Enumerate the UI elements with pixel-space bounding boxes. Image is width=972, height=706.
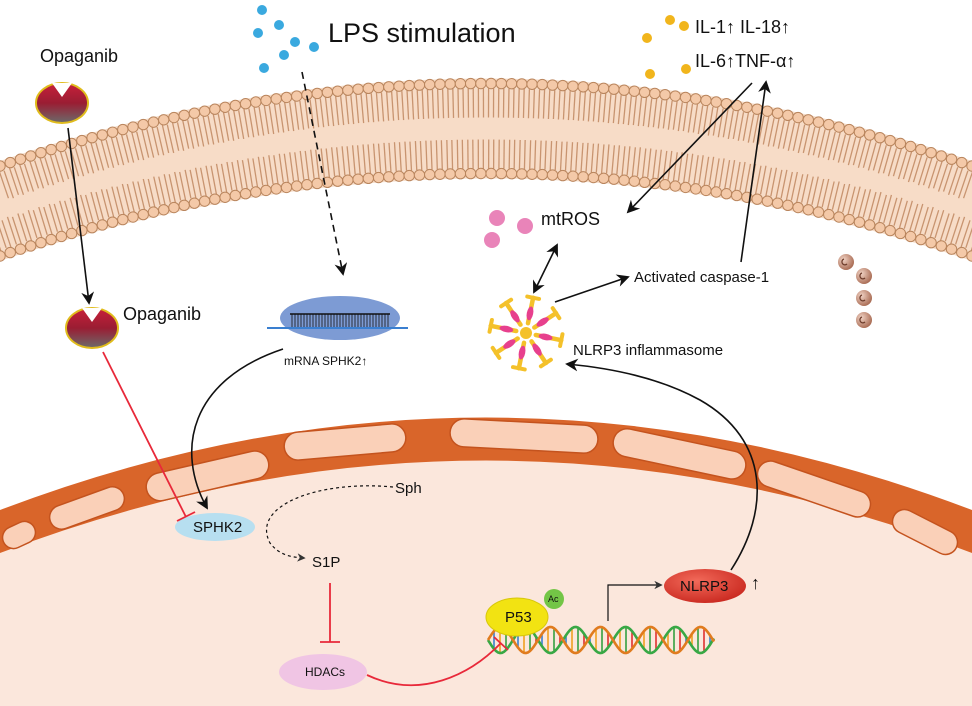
arrow-cytokines-to-mtros (626, 82, 753, 214)
cytokine-particles (642, 15, 691, 79)
inhibit-hdacs-p53 (366, 642, 502, 687)
arrow-mrna-to-sphk2 (190, 348, 284, 510)
arrow-mtros-to-inflammasome (533, 243, 558, 294)
sphk2-node (175, 513, 255, 541)
cell-membrane (0, 77, 972, 262)
nlrp3-inflammasome-label: NLRP3 inflammasome (573, 342, 724, 359)
arrows (67, 71, 771, 621)
arrow-inflammasome-to-caspase (554, 274, 630, 303)
nlrp3-label: NLRP3 (680, 578, 729, 595)
mrna-sphk2-label: mRNA SPHK2↑ (284, 354, 368, 368)
mrna-sphk2-icon (267, 296, 408, 340)
arrow-nlrp3-to-inflammasome (565, 358, 758, 571)
ac-node (544, 589, 564, 609)
p53-node (485, 597, 549, 637)
dna-helix (486, 625, 716, 655)
nlrp3-inflammasome-icon (487, 294, 565, 372)
mtros-particles (484, 210, 533, 248)
arrow-dna-to-nlrp3 (607, 580, 663, 621)
nucleus (0, 417, 972, 706)
arrow-lps-to-mrna (301, 71, 348, 276)
opaganib-icon-outside (35, 82, 89, 124)
mtros-label: mtROS (541, 209, 601, 229)
nlrp3-node (664, 569, 746, 603)
lps-stimulation-label: LPS stimulation (328, 18, 516, 48)
nlrp3-up-arrow: ↑ (751, 573, 760, 593)
cytokines-label-2: IL-6↑TNF-α↑ (695, 51, 796, 71)
cytokines-label-1: IL-1↑ IL-18↑ (695, 17, 791, 37)
arrow-opaganib-entry (67, 127, 95, 305)
ac-label: Ac (548, 594, 559, 604)
inhibit-opaganib-sphk2 (102, 351, 187, 518)
sphk2-label: SPHK2 (193, 519, 243, 536)
hdacs-node (279, 654, 367, 690)
caspase-1-particles (838, 254, 872, 328)
opaganib-inside-label: Opaganib (123, 304, 202, 324)
sph-label: Sph (395, 480, 422, 497)
inhibition-lines (102, 351, 509, 687)
opaganib-icon-inside (65, 307, 119, 349)
arrow-caspase-to-cytokines (740, 80, 771, 263)
opaganib-outside-label: Opaganib (40, 46, 119, 66)
hdacs-label: HDACs (305, 665, 346, 679)
arrow-sph-to-s1p (266, 485, 394, 562)
lps-particles (253, 5, 319, 73)
p53-label: P53 (505, 609, 532, 626)
caspase-1-label: Activated caspase-1 (634, 269, 770, 286)
s1p-label: S1P (312, 554, 341, 571)
